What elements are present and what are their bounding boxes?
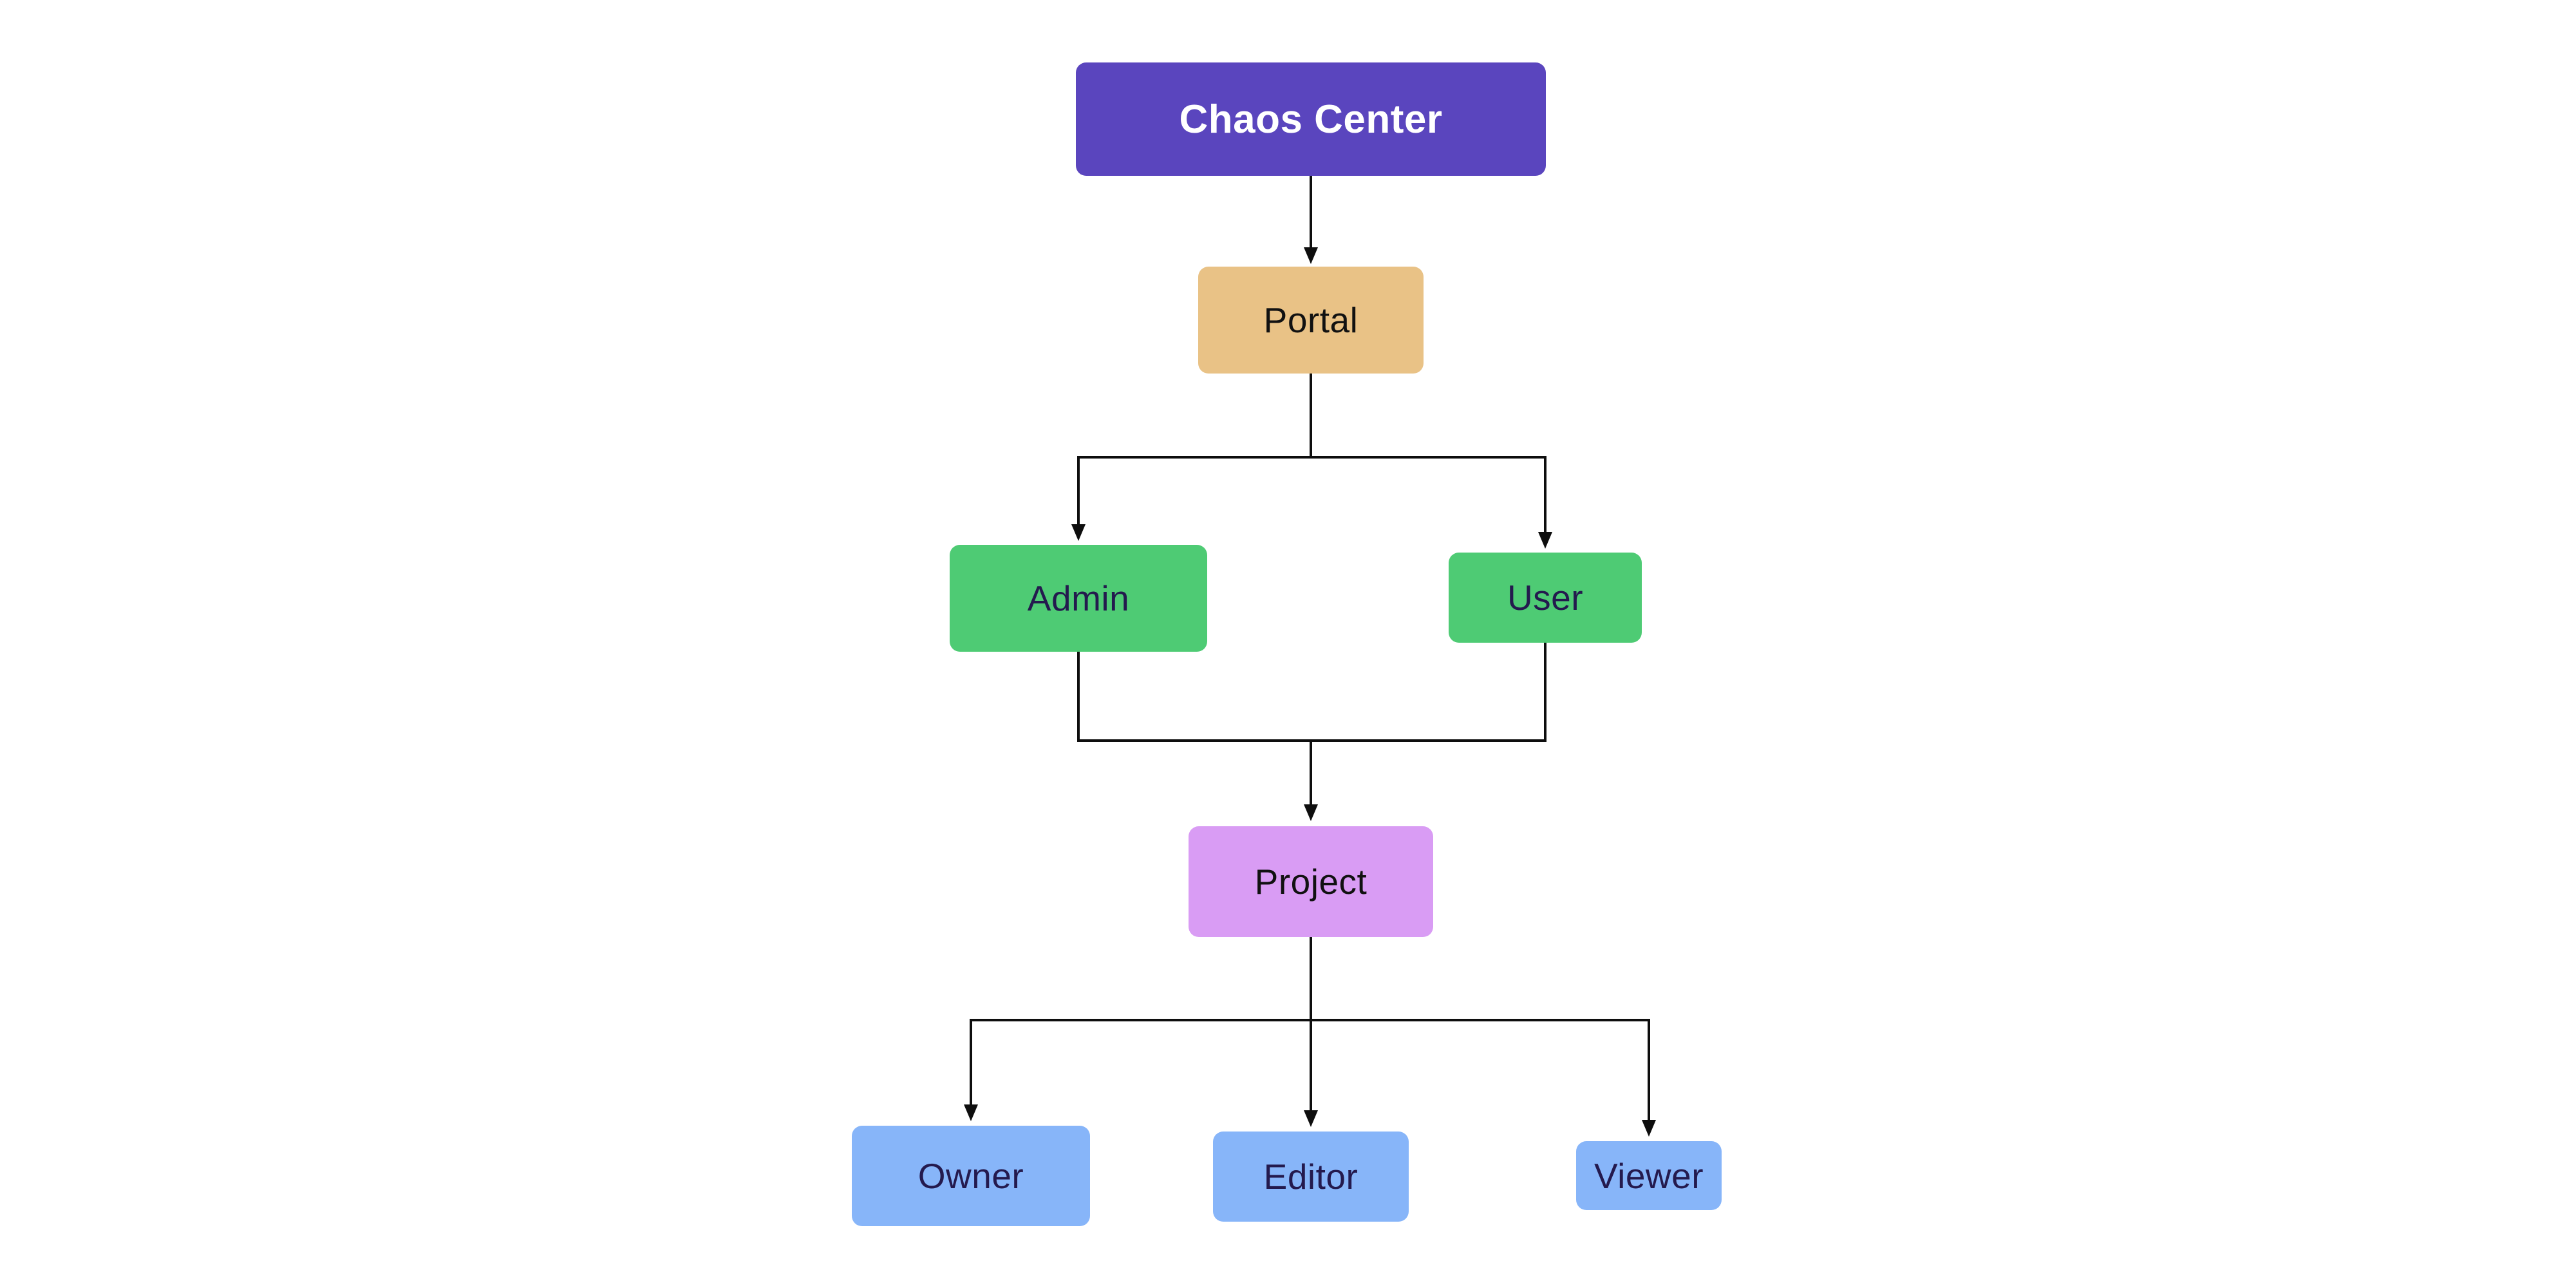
- node-portal-label: Portal: [1263, 300, 1359, 340]
- node-editor[interactable]: Editor: [1213, 1132, 1409, 1222]
- arrowhead-project: [1304, 804, 1318, 821]
- node-owner-label: Owner: [917, 1156, 1024, 1196]
- arrowhead-viewer: [1642, 1120, 1656, 1137]
- arrowhead-editor: [1304, 1110, 1318, 1127]
- node-admin-label: Admin: [1027, 578, 1130, 618]
- node-chaos-center-label: Chaos Center: [1179, 97, 1443, 142]
- arrowhead-user: [1538, 532, 1552, 549]
- node-owner[interactable]: Owner: [852, 1126, 1090, 1226]
- node-editor-label: Editor: [1263, 1157, 1359, 1197]
- arrowhead-admin: [1071, 524, 1086, 541]
- node-admin[interactable]: Admin: [950, 545, 1207, 652]
- node-project-label: Project: [1254, 862, 1368, 902]
- node-project[interactable]: Project: [1189, 826, 1433, 937]
- node-chaos-center[interactable]: Chaos Center: [1076, 62, 1546, 176]
- node-viewer-label: Viewer: [1594, 1155, 1704, 1196]
- node-user[interactable]: User: [1449, 553, 1642, 643]
- arrowhead-owner: [964, 1104, 978, 1121]
- node-portal[interactable]: Portal: [1198, 267, 1424, 374]
- arrowhead-portal: [1304, 247, 1318, 264]
- node-user-label: User: [1507, 578, 1584, 618]
- node-viewer[interactable]: Viewer: [1576, 1141, 1722, 1210]
